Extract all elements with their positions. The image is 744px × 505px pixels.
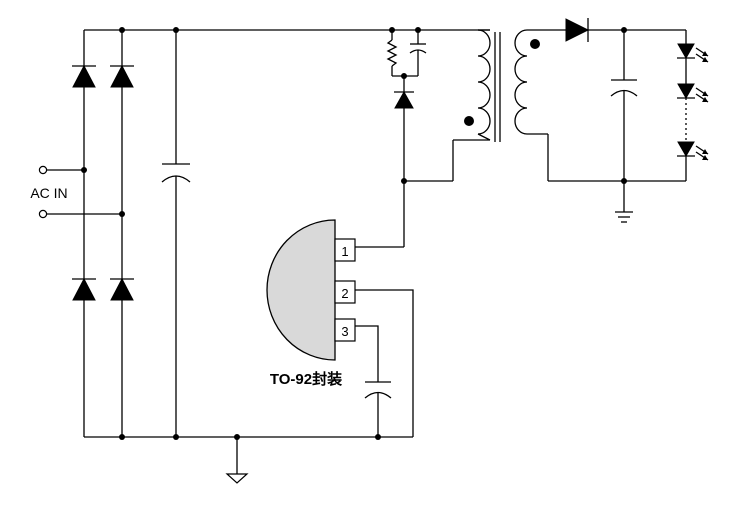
svg-text:1: 1 — [341, 244, 348, 259]
rectifier-wiring — [46, 29, 490, 438]
transformer — [464, 29, 548, 142]
output-diode — [565, 18, 590, 42]
ground-symbol-primary — [225, 437, 249, 484]
ground-symbol-secondary — [615, 211, 633, 223]
package-label: TO-92封装 — [270, 370, 343, 388]
to92-package — [266, 219, 336, 361]
led-string — [677, 43, 709, 181]
junction-dots — [81, 27, 627, 440]
pin-3: 3 — [334, 318, 356, 342]
secondary-wiring — [547, 29, 687, 182]
pin-2: 2 — [334, 280, 356, 304]
pin-1: 1 — [334, 238, 356, 262]
vcc-capacitor — [364, 381, 392, 437]
svg-text:3: 3 — [341, 324, 348, 339]
bridge-diode-top-left — [72, 64, 96, 88]
controller-wiring — [355, 246, 414, 437]
ac-in-label: AC IN — [30, 185, 67, 201]
snubber-network — [386, 30, 490, 247]
ac-input-terminals — [38, 165, 48, 219]
bulk-capacitor — [161, 30, 191, 437]
output-capacitor — [610, 30, 638, 212]
svg-text:2: 2 — [341, 286, 348, 301]
bridge-diode-bottom-right — [110, 277, 134, 301]
bridge-diode-bottom-left — [72, 277, 96, 301]
bridge-diode-top-right — [110, 64, 134, 88]
